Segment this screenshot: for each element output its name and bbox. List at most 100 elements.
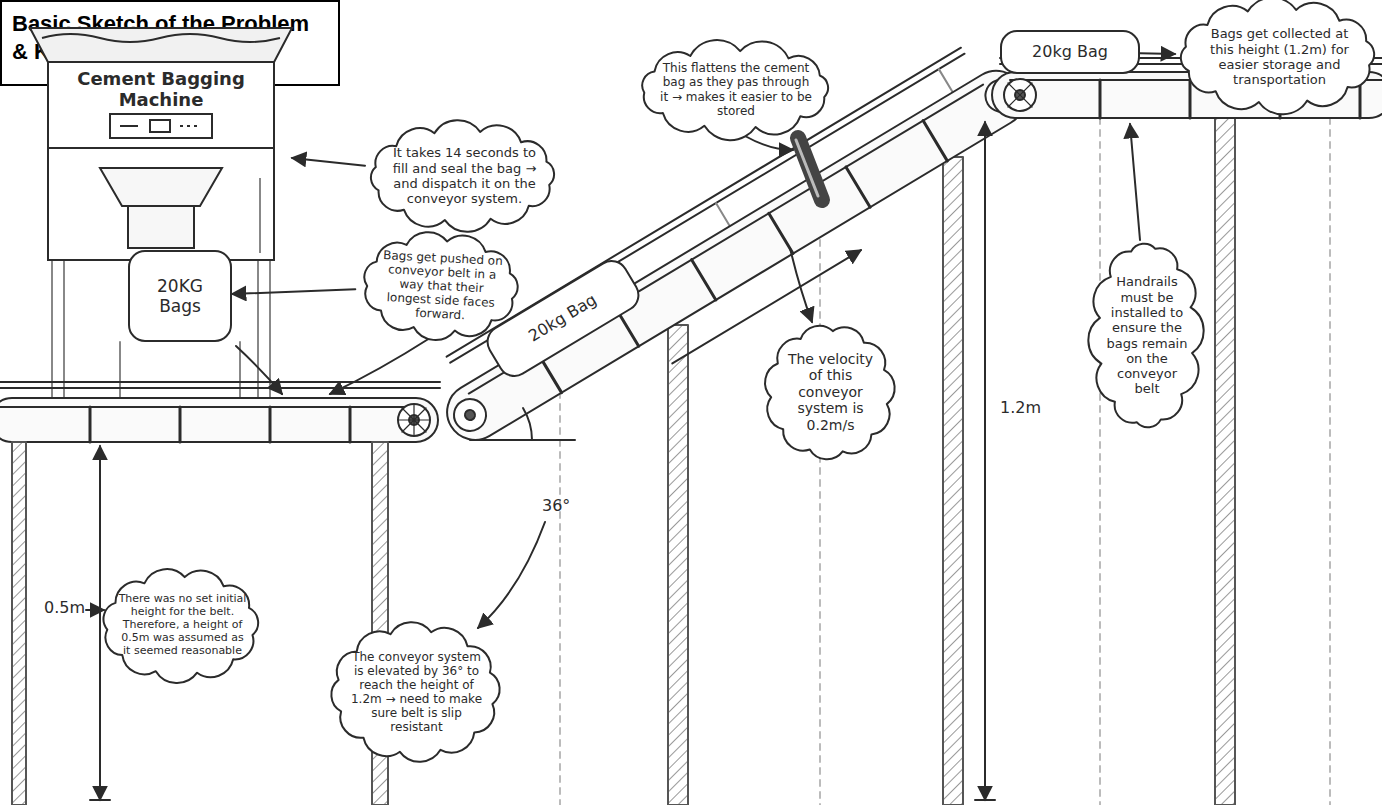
machine-legs <box>269 258 271 398</box>
bag-outline <box>482 255 645 382</box>
text-area: There was no set initial height for the … <box>116 580 249 671</box>
machine-legs <box>257 258 259 398</box>
incline-conveyor <box>463 408 477 422</box>
support-posts <box>668 325 688 805</box>
leader-arrow <box>1140 52 1175 55</box>
dimension-label: 1.2m <box>1000 398 1041 417</box>
bag-outline <box>129 251 231 341</box>
node-label: 20kg Bag <box>1032 43 1108 62</box>
text-area: It takes 14 seconds to fill and seal the… <box>389 136 540 216</box>
text-area: 20kg Bag <box>1008 35 1132 69</box>
angle-label: 36° <box>542 496 570 515</box>
note-text: This flattens the cement bag as they pas… <box>659 61 813 118</box>
note-cloud: Handrails must be installed to ensure th… <box>1090 238 1202 433</box>
support-posts <box>1329 118 1331 805</box>
incline-conveyor <box>923 121 947 161</box>
flattening-roller <box>796 138 822 200</box>
cloud-outline <box>765 326 895 459</box>
lower-conveyor <box>0 381 440 383</box>
text-area: Bags get pushed on conveyor belt in a wa… <box>376 243 507 330</box>
leader-arrows <box>330 338 430 394</box>
incline-conveyor <box>716 203 730 226</box>
incline-conveyor <box>846 167 870 207</box>
machine-legs <box>119 342 121 398</box>
support-posts <box>943 157 963 805</box>
incline-conveyor <box>692 260 716 300</box>
leader-arrows <box>478 522 545 628</box>
panel-mark <box>120 125 138 127</box>
leader-arrows <box>790 248 812 322</box>
cement-fill-line <box>42 34 280 42</box>
text-area: Handrails must be installed to ensure th… <box>1106 260 1188 411</box>
dimension-lines <box>984 122 986 800</box>
cloud-outline <box>371 120 554 231</box>
leader-arrow <box>292 158 365 166</box>
node-label: 20KG Bags <box>136 276 224 316</box>
leader-arrow <box>232 289 355 294</box>
support-posts <box>819 240 821 805</box>
note-cloud: The conveyor system is elevated by 36° t… <box>328 622 503 762</box>
text-area: Cement Bagging Machine <box>60 68 262 110</box>
lower-conveyor <box>89 407 92 442</box>
bagging-machine-outline <box>30 28 292 260</box>
connector-group <box>1140 53 1175 55</box>
top-conveyor <box>1189 80 1192 118</box>
panel-mark <box>180 125 200 127</box>
connector-group <box>292 158 365 166</box>
control-panel <box>110 114 212 138</box>
top-conveyor <box>1008 83 1032 107</box>
top-conveyor <box>1004 79 1036 111</box>
bagging-machine: Cement Bagging Machine <box>30 28 292 260</box>
lower-conveyor <box>179 407 182 442</box>
cloud-outline <box>642 40 828 140</box>
incline-conveyor <box>939 69 953 92</box>
panel-display <box>150 120 170 132</box>
cloud-outline <box>1181 0 1374 114</box>
lower-conveyor <box>0 406 420 408</box>
flattening-roller <box>798 138 822 200</box>
text-area: This flattens the cement bag as they pas… <box>659 55 813 124</box>
support-posts <box>1215 118 1235 805</box>
dimension-lines <box>975 799 995 801</box>
note-cloud: The velocity of this conveyor system is … <box>762 322 897 462</box>
note-cloud: Bags get collected at this height (1.2m)… <box>1175 0 1380 112</box>
filling-funnel <box>100 168 222 206</box>
lower-conveyor <box>0 382 440 442</box>
bag-stack: 20KG Bags <box>128 250 232 342</box>
text-area: The velocity of this conveyor system is … <box>782 342 879 442</box>
note-text: It takes 14 seconds to fill and seal the… <box>389 145 540 206</box>
note-text: The conveyor system is elevated by 36° t… <box>350 650 483 735</box>
text-area: Bags get collected at this height (1.2m)… <box>1201 15 1358 99</box>
text-area: 20KG Bags <box>136 258 224 334</box>
cloud-outline <box>331 622 499 761</box>
dimension-lines <box>523 408 532 440</box>
dimension-lines <box>470 439 575 441</box>
connector-group <box>232 289 355 294</box>
lower-conveyor <box>349 407 352 442</box>
cloud-outline <box>1088 244 1203 428</box>
leader-arrows <box>236 346 282 394</box>
support-posts <box>12 442 26 805</box>
leader-arrows <box>1130 124 1140 240</box>
machine-legs <box>51 258 53 398</box>
bag-outline <box>1001 31 1139 73</box>
support-posts <box>559 380 561 805</box>
node-label: Cement Bagging Machine <box>60 68 262 110</box>
machine-edge <box>259 178 261 253</box>
text-area: The conveyor system is elevated by 36° t… <box>350 640 483 744</box>
lower-conveyor <box>0 398 438 442</box>
cloud-outline <box>104 569 259 683</box>
leader-arrows <box>86 609 104 611</box>
dimension-lines <box>90 799 110 801</box>
lower-conveyor <box>398 404 430 436</box>
machine-seam <box>48 147 274 149</box>
support-posts <box>1099 118 1101 805</box>
lower-conveyor <box>269 407 272 442</box>
note-text: Bags get collected at this height (1.2m)… <box>1201 26 1358 87</box>
machine-legs <box>63 258 65 398</box>
lower-conveyor <box>398 404 430 436</box>
filling-spout <box>128 206 194 248</box>
incline-conveyor <box>419 31 1051 478</box>
note-text: Handrails must be installed to ensure th… <box>1106 274 1188 397</box>
